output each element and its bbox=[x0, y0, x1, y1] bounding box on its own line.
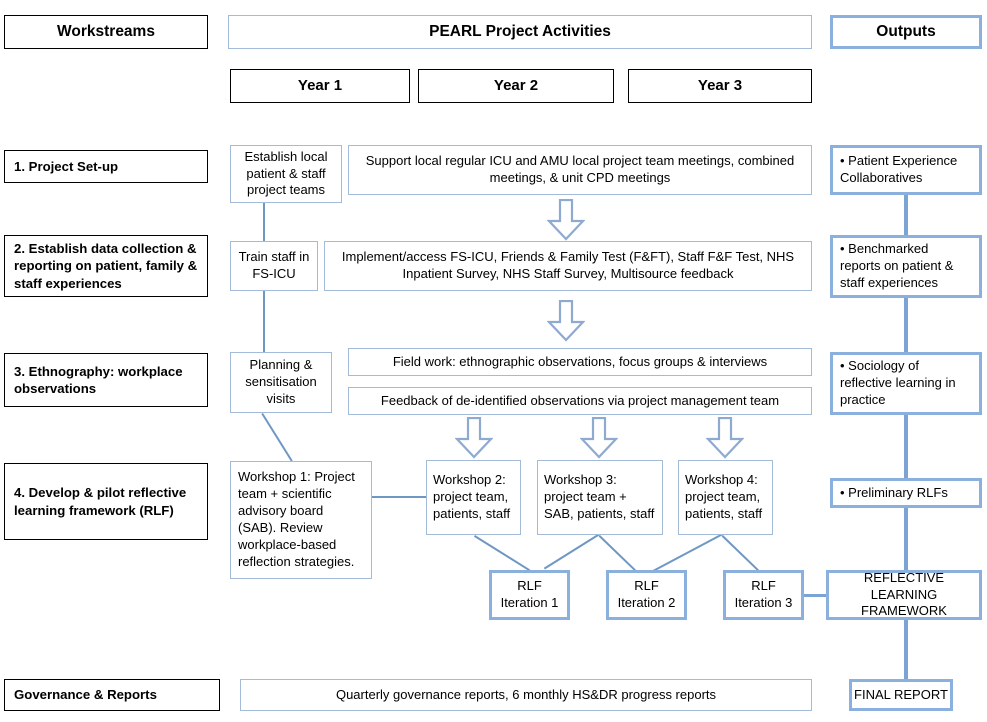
header-pearl-activities: PEARL Project Activities bbox=[228, 15, 812, 49]
year-2-header: Year 2 bbox=[418, 69, 614, 103]
header-outputs: Outputs bbox=[830, 15, 982, 49]
output-patient-experience-collaboratives: • Patient Experience Collaboratives bbox=[830, 145, 982, 195]
connector-workshop2-to-rlf1 bbox=[473, 535, 531, 572]
governance-label: Governance & Reports bbox=[4, 679, 220, 711]
output-sociology-reflective-learning: • Sociology of reflective learning in pr… bbox=[830, 352, 982, 415]
workstream-1-label: 1. Project Set-up bbox=[4, 150, 208, 183]
connector-train-to-planning bbox=[263, 291, 265, 353]
rlf-iteration-1: RLF Iteration 1 bbox=[489, 570, 570, 620]
connector-output4-to-framework bbox=[904, 508, 908, 570]
header-workstreams: Workstreams bbox=[4, 15, 208, 49]
governance-final-report: FINAL REPORT bbox=[849, 679, 953, 711]
activity-workshop-1: Workshop 1: Project team + scientific ad… bbox=[230, 461, 372, 579]
down-arrow-4 bbox=[580, 417, 618, 459]
governance-activity-bar: Quarterly governance reports, 6 monthly … bbox=[240, 679, 812, 711]
connector-establish-to-train bbox=[263, 203, 265, 243]
connector-output3-to-output4 bbox=[904, 415, 908, 478]
activity-train-staff: Train staff in FS-ICU bbox=[230, 241, 318, 291]
workstream-4-label: 4. Develop & pilot reflective learning f… bbox=[4, 463, 208, 540]
activity-support-meetings: Support local regular ICU and AMU local … bbox=[348, 145, 812, 195]
workstream-3-label: 3. Ethnography: workplace observations bbox=[4, 353, 208, 407]
workstream-2-label: 2. Establish data collection & reporting… bbox=[4, 235, 208, 297]
connector-workshop4-to-rlf3 bbox=[721, 535, 759, 572]
output-benchmarked-reports: • Benchmarked reports on patient & staff… bbox=[830, 235, 982, 298]
connector-output1-to-output2 bbox=[904, 195, 908, 235]
down-arrow-3 bbox=[455, 417, 493, 459]
down-arrow-2 bbox=[547, 300, 585, 342]
year-1-header: Year 1 bbox=[230, 69, 410, 103]
activity-implement-measures: Implement/access FS-ICU, Friends & Famil… bbox=[324, 241, 812, 291]
output-preliminary-rlfs: • Preliminary RLFs bbox=[830, 478, 982, 508]
rlf-iteration-2: RLF Iteration 2 bbox=[606, 570, 687, 620]
connector-output2-to-output3 bbox=[904, 298, 908, 352]
activity-planning-visits: Planning & sensitisation visits bbox=[230, 352, 332, 413]
connector-framework-to-final-report bbox=[904, 620, 908, 679]
connector-workshop3-to-rlf2 bbox=[598, 535, 636, 572]
activity-workshop-3: Workshop 3: project team + SAB, patients… bbox=[537, 460, 663, 535]
activity-field-work: Field work: ethnographic observations, f… bbox=[348, 348, 812, 376]
rlf-iteration-3: RLF Iteration 3 bbox=[723, 570, 804, 620]
output-reflective-learning-framework: REFLECTIVE LEARNING FRAMEWORK bbox=[826, 570, 982, 620]
activity-establish-teams: Establish local patient & staff project … bbox=[230, 145, 342, 203]
connector-workshop1-to-workshop2 bbox=[372, 496, 427, 498]
down-arrow-5 bbox=[706, 417, 744, 459]
connector-rlf3-to-framework bbox=[803, 594, 830, 597]
connector-workshop3-to-rlf1 bbox=[543, 533, 600, 570]
activity-workshop-4: Workshop 4: project team, patients, staf… bbox=[678, 460, 773, 535]
activity-workshop-2: Workshop 2: project team, patients, staf… bbox=[426, 460, 521, 535]
down-arrow-1 bbox=[547, 199, 585, 241]
connector-planning-to-workshop1 bbox=[261, 413, 293, 462]
year-3-header: Year 3 bbox=[628, 69, 812, 103]
activity-feedback: Feedback of de-identified observations v… bbox=[348, 387, 812, 415]
connector-workshop4-to-rlf2 bbox=[651, 533, 723, 573]
